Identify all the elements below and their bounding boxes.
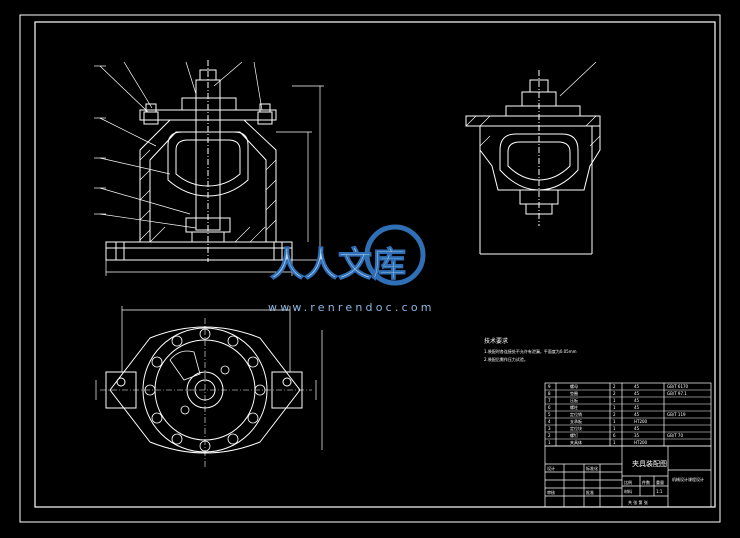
bom-cell-material: 45 — [634, 405, 640, 410]
bom-cell-name: 螺母 — [570, 383, 578, 389]
label-qty: 件数 — [642, 479, 650, 485]
standardization-label: 标准化 — [586, 465, 598, 471]
bom-cell-name: 定位销 — [570, 411, 582, 417]
bom-cell-material: HT200 — [634, 440, 648, 445]
bom-cell-material: 45 — [634, 426, 640, 431]
label-scale: 比例 — [624, 479, 632, 485]
bom-cell-qty: 1 — [613, 398, 616, 403]
bom-cell-qty: 2 — [613, 412, 616, 417]
bom-cell-qty: 1 — [613, 426, 616, 431]
bom-cell-no: 8 — [548, 391, 551, 396]
bom-cell-material: 45 — [634, 412, 640, 417]
top-view — [95, 306, 323, 468]
note-item: 2.装配后需作压力试验。 — [484, 356, 528, 362]
approver-label: 批准 — [586, 489, 594, 495]
bom-cell-name: 压板 — [570, 397, 578, 403]
bom-cell-qty: 2 — [613, 391, 616, 396]
bom-cell-qty: 2 — [613, 384, 616, 389]
company-name: 机械设计课程设计 — [672, 476, 704, 482]
bom-cell-name: 定位块 — [570, 425, 582, 431]
notes-heading: 技术要求 — [484, 337, 508, 345]
bom-cell-qty: 6 — [613, 433, 616, 438]
bom-cell-no: 5 — [548, 412, 551, 417]
bom-cell-no: 3 — [548, 426, 551, 431]
bom-cell-no: 2 — [548, 433, 551, 438]
bom-cell-name: 夹具体 — [570, 439, 582, 445]
scale-value: 1:1 — [656, 489, 663, 494]
bom-cell-no: 1 — [548, 440, 551, 445]
bom-cell-no: 7 — [548, 398, 551, 403]
bom-cell-note: GB/T 97.1 — [667, 391, 687, 396]
bom-cell-no: 4 — [548, 419, 551, 424]
sheet-frame — [19, 14, 721, 523]
reviewer-label: 审核 — [547, 489, 555, 495]
watermark: 人人文库 www.renrendoc.com — [268, 224, 435, 314]
label-weight: 重量 — [656, 479, 664, 485]
title-block: 夹具装配图 比例 件数 重量 材料 1:1 共 张 第 张 机械设计课程设计 设… — [544, 445, 712, 508]
technical-notes: 技术要求 1.装配时各连接处不允许有泄漏，平面度为0.05mm 2.装配后需作压… — [484, 337, 577, 362]
sheet-info: 共 张 第 张 — [628, 499, 648, 505]
watermark-brand: 人人文库 — [270, 245, 406, 285]
bom-cell-material: 35 — [634, 433, 640, 438]
bom-cell-qty: 1 — [613, 419, 616, 424]
bom-cell-material: 45 — [634, 391, 640, 396]
front-section-view — [94, 60, 324, 276]
bom-cell-note: GB/T 70 — [667, 433, 683, 438]
note-item: 1.装配时各连接处不允许有泄漏，平面度为0.05mm — [484, 348, 577, 354]
bom-cell-name: 垫圈 — [570, 390, 578, 396]
part-name: 夹具装配图 — [632, 459, 667, 468]
bom-cell-note: GB/T 6170 — [667, 384, 689, 389]
bom-cell-name: 支承板 — [570, 418, 582, 424]
bom-cell-name: 螺钉 — [570, 432, 578, 438]
watermark-ring-icon — [364, 224, 426, 286]
bom-cell-name: 螺柱 — [570, 404, 578, 410]
bom-cell-material: 45 — [634, 384, 640, 389]
bom-cell-material: HT200 — [634, 419, 648, 424]
bom-cell-qty: 1 — [613, 440, 616, 445]
bom-cell-qty: 1 — [613, 405, 616, 410]
label-material: 材料 — [624, 488, 632, 494]
bom-cell-note: GB/T 119 — [667, 412, 686, 417]
bom-cell-material: 45 — [634, 398, 640, 403]
bom-cell-no: 9 — [548, 384, 551, 389]
designer-label: 设计 — [547, 465, 555, 471]
side-view — [465, 61, 601, 255]
watermark-url: www.renrendoc.com — [268, 301, 435, 314]
bom-cell-no: 6 — [548, 405, 551, 410]
